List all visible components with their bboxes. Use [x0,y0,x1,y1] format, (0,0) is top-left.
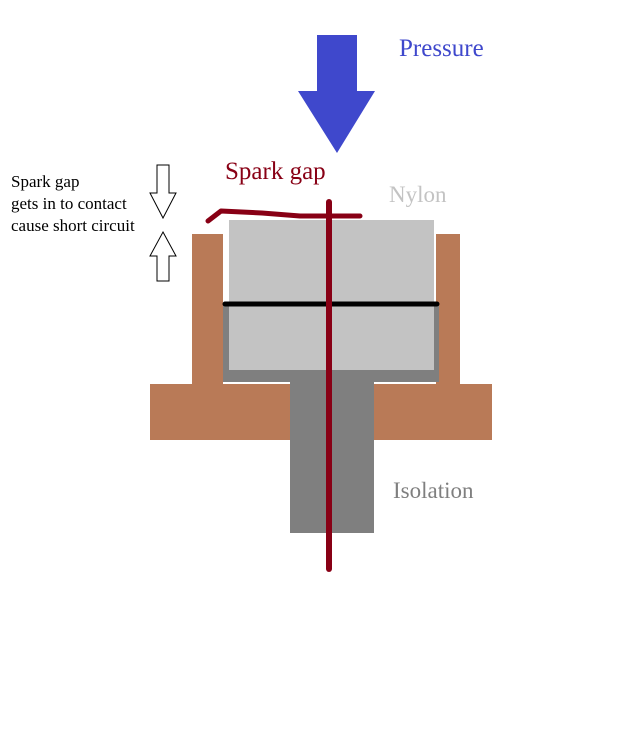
hollow-arrow-up-icon [149,230,177,282]
pressure-label: Pressure [399,35,484,62]
hollow-arrow-down-icon [149,164,177,220]
short-circuit-note: Spark gap gets in to contact cause short… [11,172,135,235]
note-line-3: cause short circuit [11,216,135,235]
top-electrode [205,208,363,224]
note-line-1: Spark gap [11,172,79,191]
spark-gap-electrodes [205,199,363,572]
isolation-label: Isolation [393,478,474,503]
arrow-down-icon [298,35,375,153]
nylon-label: Nylon [389,182,447,207]
housing-right-wall [436,234,460,386]
note-line-2: gets in to contact [11,194,127,213]
spark-gap-label: Spark gap [225,158,326,185]
housing-left-wall [192,234,223,386]
